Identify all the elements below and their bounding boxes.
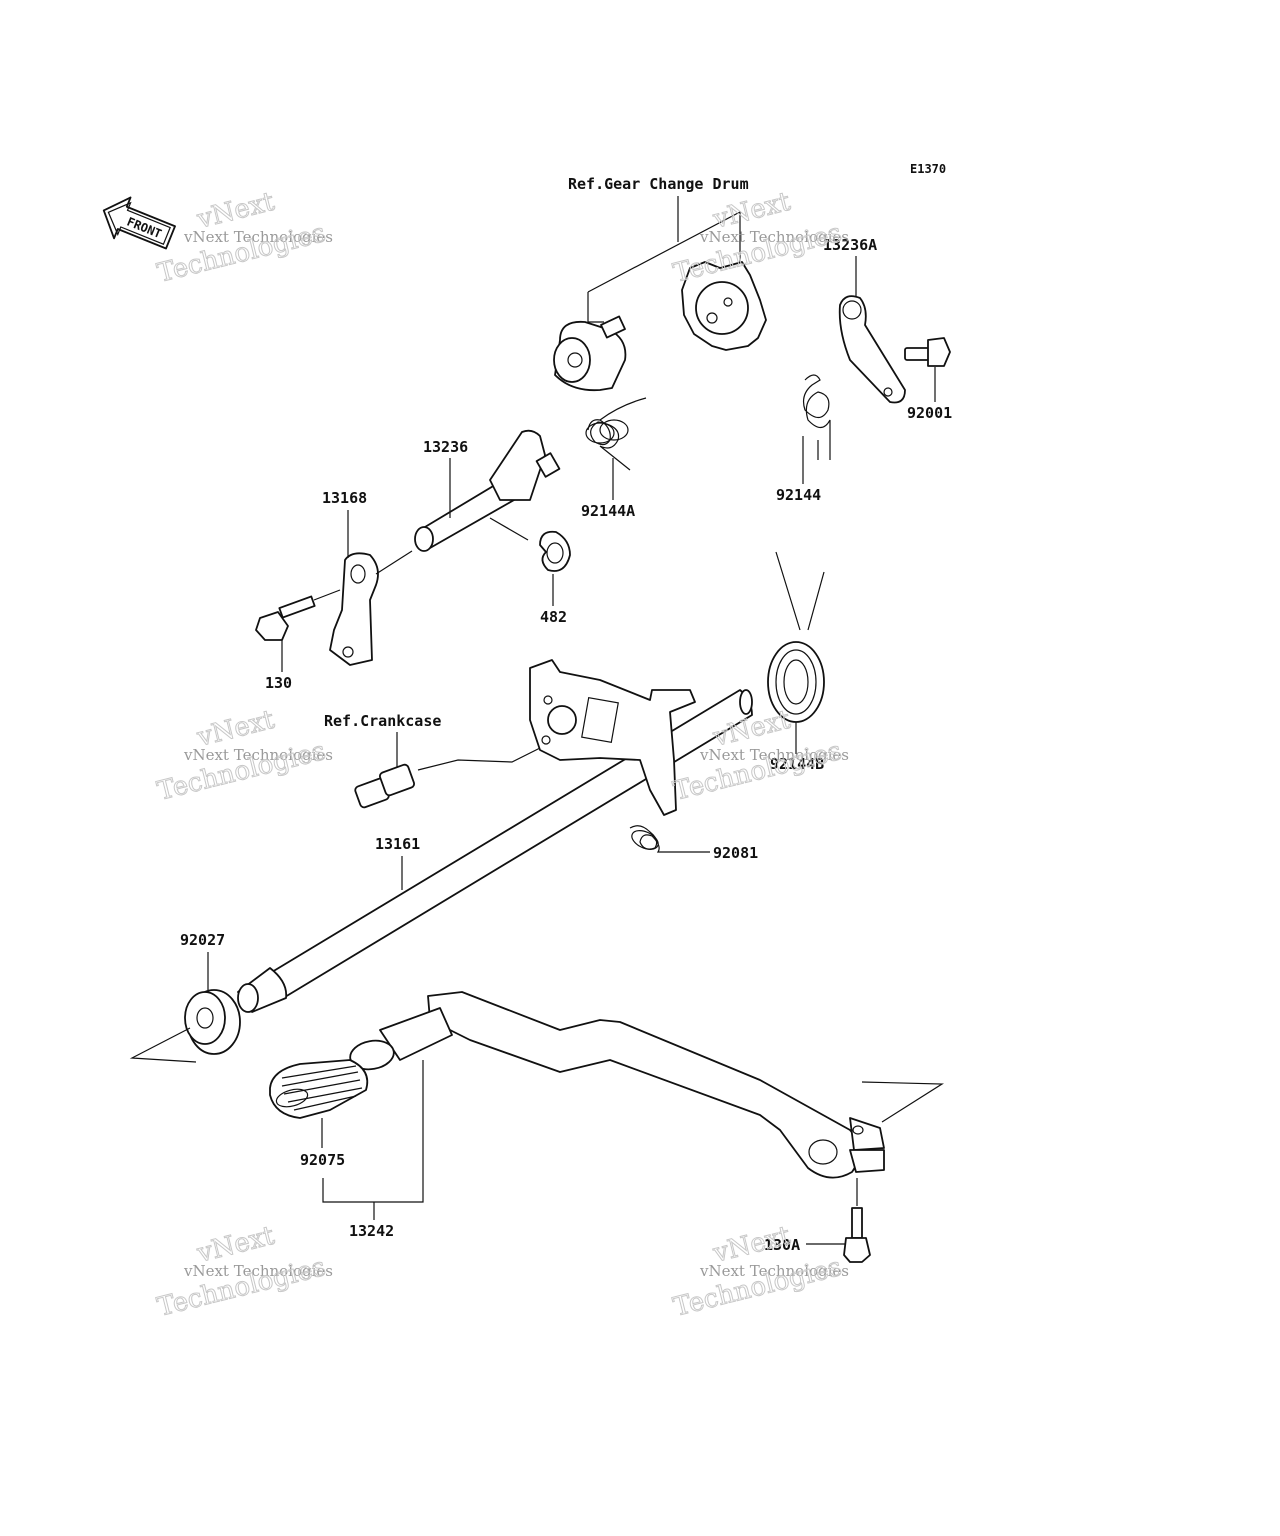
part-label-92001: 92001 [907, 404, 952, 422]
circlip-482-part [539, 530, 571, 572]
shift-arm-part [529, 659, 696, 816]
oil-seal-92027-part [184, 989, 241, 1055]
bolt-92001-part [904, 337, 951, 367]
drum-cam-part [553, 315, 627, 392]
diagram-code: E1370 [910, 162, 946, 176]
part-label-13242: 13242 [349, 1222, 394, 1240]
shift-shaft-13161-part [237, 689, 753, 1013]
part-label-92144b: 92144B [770, 755, 824, 773]
svg-text:vNext Technologies: vNext Technologies [699, 228, 849, 246]
ref-gear-change-drum-label: Ref.Gear Change Drum [568, 175, 749, 193]
part-label-13161: 13161 [375, 835, 420, 853]
part-label-13236a: 13236A [823, 236, 877, 254]
watermark-1: vNext vNext Technologies Technologies [154, 186, 333, 289]
watermark-3: vNext vNext Technologies Technologies [154, 704, 333, 807]
part-label-482: 482 [540, 608, 567, 626]
part-label-92081: 92081 [713, 844, 758, 862]
svg-text:vNext Technologies: vNext Technologies [183, 228, 333, 246]
svg-text:vNext Technologies: vNext Technologies [183, 746, 333, 764]
ref-bracket-top [587, 211, 741, 293]
part-label-13168: 13168 [322, 489, 367, 507]
shaft-13236-part [414, 429, 561, 552]
spring-92144b-part [767, 551, 825, 723]
ref-crankcase-label: Ref.Crankcase [324, 712, 441, 730]
spring-92144a-part [585, 397, 647, 471]
watermark-6: vNext vNext Technologies Technologies [670, 1220, 849, 1323]
front-arrow-icon: FRONT [102, 196, 176, 250]
bolt-130-part [255, 595, 316, 641]
star-plate-part [681, 261, 767, 351]
part-label-130a: 130A [764, 1236, 800, 1254]
part-label-92144a: 92144A [581, 502, 635, 520]
bolt-130a-part [843, 1207, 871, 1263]
seal-reference-lines [129, 1027, 197, 1063]
plate-13168-part [329, 552, 379, 666]
part-label-13236: 13236 [423, 438, 468, 456]
svg-text:vNext Technologies: vNext Technologies [699, 1262, 849, 1280]
part-label-92144: 92144 [776, 486, 821, 504]
part-label-92075: 92075 [300, 1151, 345, 1169]
watermark-2: vNext vNext Technologies Technologies [670, 186, 849, 289]
part-label-130: 130 [265, 674, 292, 692]
ref-bracket [587, 292, 604, 323]
spring-92081-part [629, 825, 670, 853]
part-label-92027: 92027 [180, 931, 225, 949]
watermark-5: vNext vNext Technologies Technologies [154, 1220, 333, 1323]
lever-13236a-part [838, 295, 906, 404]
pedal-pin-part [349, 1007, 453, 1071]
svg-text:vNext Technologies: vNext Technologies [699, 746, 849, 764]
shift-pedal-13242-part [427, 991, 885, 1179]
spring-92144-part [802, 374, 831, 460]
crankcase-pin-part [354, 763, 415, 809]
pedal-reference-lines [861, 1081, 944, 1123]
pedal-rubber-92075-part [269, 1059, 369, 1119]
svg-text:vNext Technologies: vNext Technologies [183, 1262, 333, 1280]
